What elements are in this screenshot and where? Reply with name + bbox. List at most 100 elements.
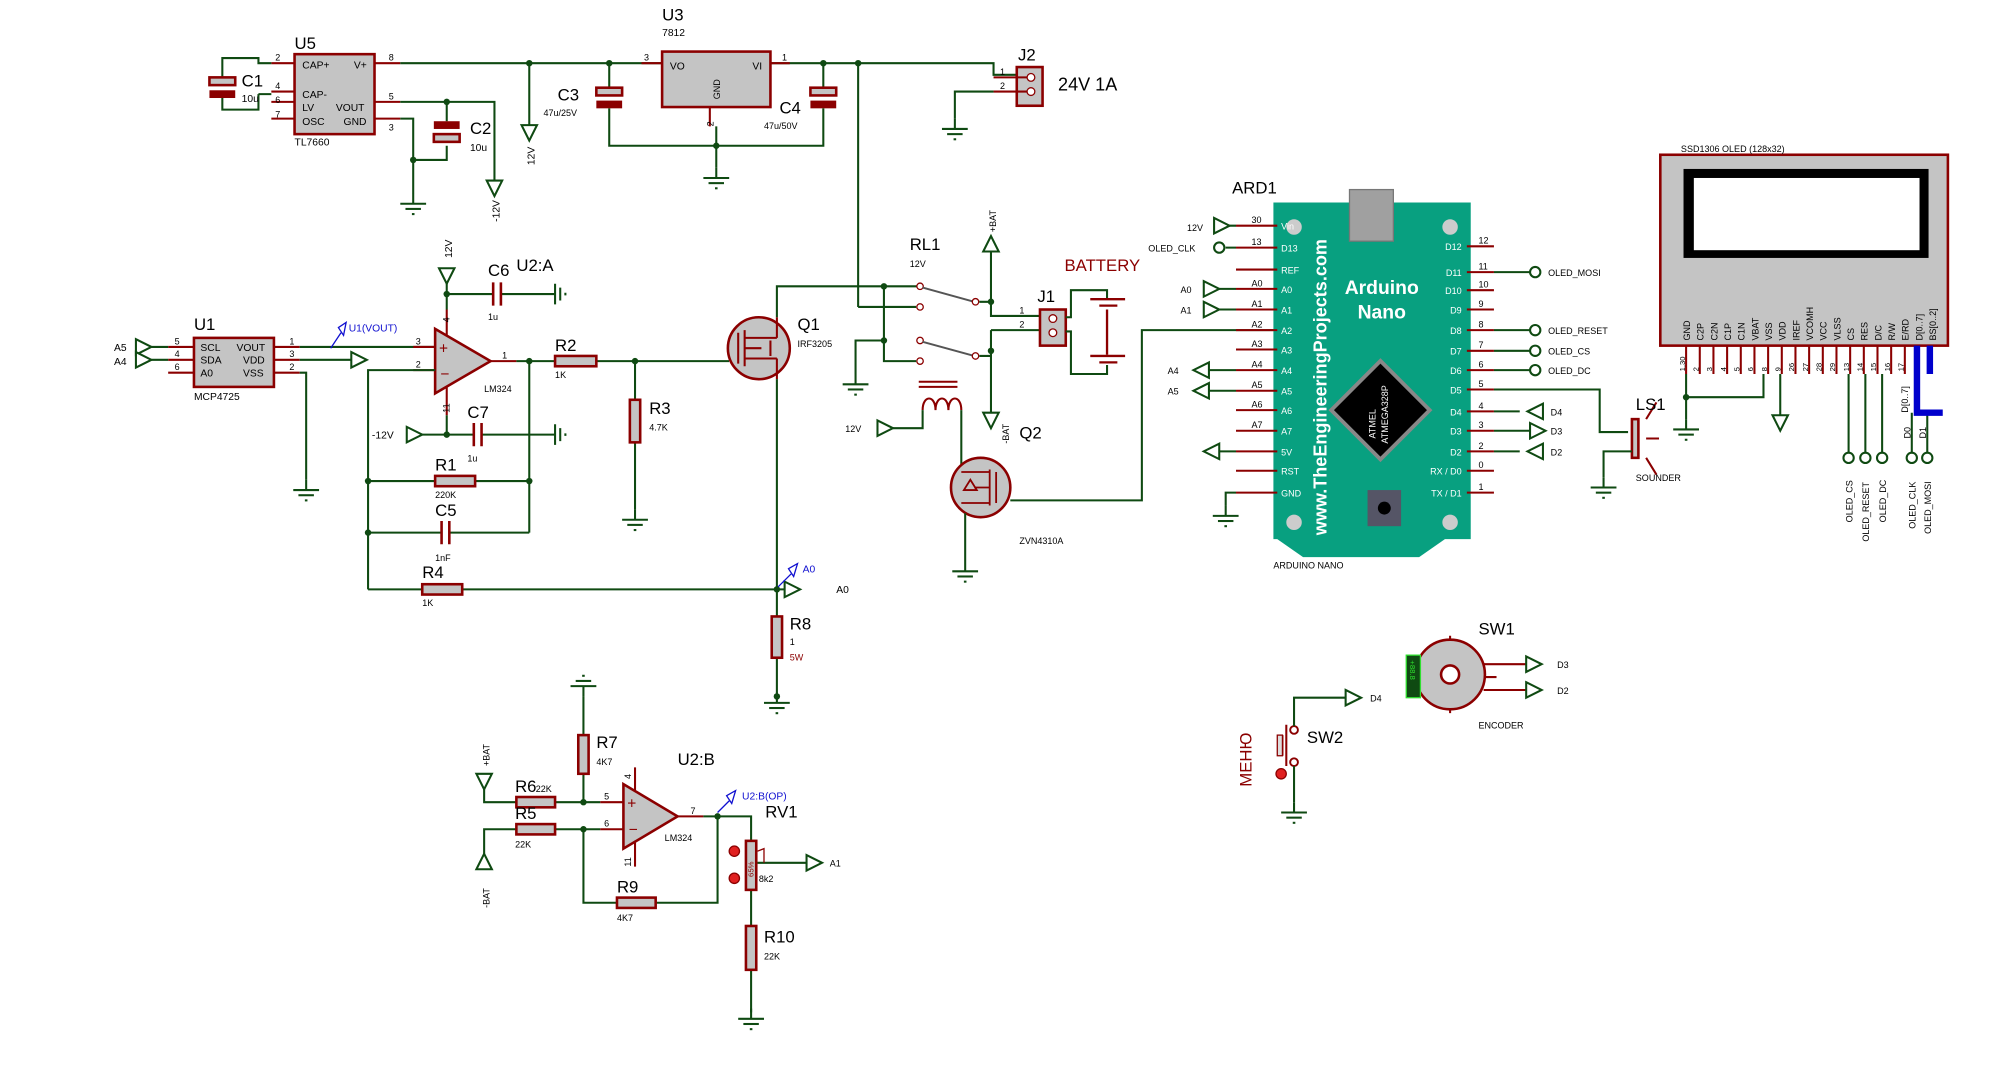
net-label-pbat: +BAT — [988, 210, 998, 233]
ls1-sounder[interactable]: LS1 SOUNDER — [1630, 395, 1681, 483]
ard1-pin-label: A1 — [1281, 305, 1292, 315]
ard1-pin-number: A3 — [1251, 339, 1262, 349]
rv1-ref: RV1 — [765, 803, 797, 822]
c4-ref: C4 — [779, 98, 800, 117]
d3-port-icon — [1525, 655, 1543, 673]
data-bus — [1913, 345, 1943, 416]
pin-label: OSC — [302, 117, 325, 128]
oled-reset-terminal[interactable] — [1859, 451, 1872, 465]
oled-dc-terminal[interactable] — [1875, 451, 1889, 465]
u2a-opamp[interactable]: + − U2:A LM324 3 2 1 4 11 — [413, 256, 554, 416]
c7-ref: C7 — [467, 403, 488, 422]
pin-number: 2 — [289, 362, 294, 372]
r1-resistor[interactable]: R1 220K — [433, 456, 477, 500]
d4-port-icon — [1526, 402, 1544, 421]
u5-tl7660[interactable]: U5 TL7660 CAP+ CAP- LV OSC V+ VOUT GND 2… — [271, 34, 401, 149]
ard1-pin-number: 3 — [1478, 420, 1483, 430]
ard1-pin-label: A2 — [1281, 326, 1292, 336]
probe-label: A0 — [803, 565, 816, 576]
ard1-arduino-nano[interactable]: ARD1 Arduino Nano www.TheEngineeringProj… — [1232, 178, 1494, 571]
j1-battery-connector[interactable]: J1 1 2 — [1019, 287, 1068, 347]
q1-ref: Q1 — [798, 315, 820, 334]
c1-capacitor[interactable]: C1 10u — [208, 57, 272, 111]
probe-u1-vout[interactable]: U1(VOUT) — [330, 321, 398, 349]
r9-resistor[interactable]: R9 4K7 — [615, 877, 657, 923]
r4-value: 1K — [422, 598, 433, 608]
oled-clk-terminal[interactable] — [1905, 451, 1918, 465]
pin-number: 2 — [1000, 81, 1005, 91]
pot-increase-button[interactable] — [728, 845, 741, 857]
sw1-rotary-encoder[interactable]: +88.8 SW1 ENCODER — [1405, 620, 1527, 731]
c5-capacitor[interactable]: C5 1nF — [435, 501, 456, 563]
sw2-press-button[interactable] — [1275, 767, 1287, 780]
q1-part: IRF3205 — [798, 339, 833, 349]
oled-mosi-terminal[interactable] — [1921, 451, 1934, 465]
ground-icon — [702, 166, 731, 190]
c2-capacitor[interactable]: C2 10u — [400, 98, 496, 194]
j2-power-connector[interactable]: J2 24V 1A 1 2 — [993, 46, 1118, 108]
pin-number: 1 — [289, 336, 294, 346]
ard1-website: www.TheEngineeringProjects.com — [1310, 239, 1330, 536]
q2-zvn4310a-mosfet[interactable]: Q2 ZVN4310A — [949, 423, 1063, 546]
oled-dc-terminal[interactable] — [1529, 363, 1542, 377]
u2b-opamp[interactable]: + − U2:B LM324 5 6 7 4 11 — [600, 750, 715, 867]
rv1-potentiometer[interactable]: 65% RV1 8k2 — [728, 803, 798, 892]
pin-number: 8 — [389, 53, 394, 63]
oled-pin-label: VDD — [1778, 321, 1788, 341]
pbat-port-icon — [475, 772, 493, 791]
oled-pin-number: 6 — [1746, 367, 1755, 371]
net-label-12v: 12V — [444, 239, 455, 257]
ard1-pin-label: RST — [1281, 467, 1300, 477]
c7-capacitor[interactable]: C7 1u — [467, 403, 488, 464]
ard1-pin-number: 4 — [1478, 401, 1483, 411]
oled-mosi-terminal[interactable] — [1529, 265, 1542, 279]
ard1-pin-label: 5V — [1281, 447, 1292, 457]
r6-resistor[interactable]: R6 22K — [515, 777, 557, 809]
sw2-menu-button[interactable]: SW2 МЕНЮ — [1236, 724, 1343, 787]
ard1-pin-label: D13 — [1281, 243, 1298, 253]
u1-part: MCP4725 — [194, 392, 240, 403]
r7-resistor[interactable]: R7 4K7 — [576, 733, 618, 776]
net-label-pbat: +BAT — [481, 743, 491, 766]
rl1-relay[interactable]: RL1 12V — [910, 235, 980, 411]
ard1-pin-label: D10 — [1445, 286, 1462, 296]
r8-shunt-resistor[interactable]: R8 1 5W — [770, 614, 811, 662]
u1-mcp4725-dac[interactable]: U1 MCP4725 SCL SDA A0 VOUT VDD VSS 5 4 6… — [168, 315, 300, 403]
ard1-pin-number: 13 — [1251, 237, 1261, 247]
oled-clk-terminal[interactable] — [1213, 241, 1226, 254]
r5-resistor[interactable]: R5 22K — [515, 804, 557, 849]
u3-part: 7812 — [662, 28, 685, 39]
probe-a0[interactable]: A0 — [777, 562, 816, 588]
pin-number: 5 — [604, 792, 609, 802]
c3-capacitor[interactable]: C3 47u/25V — [543, 86, 624, 118]
ssd1306-oled-display[interactable]: SSD1306 OLED (128x32) GND1,30C2P2C2N3C1P… — [1659, 144, 1950, 375]
svg-text:+: + — [439, 340, 448, 357]
r4-resistor[interactable]: R4 1K — [420, 563, 464, 608]
rl1-value: 12V — [910, 259, 926, 269]
pin-number: 7 — [690, 806, 695, 816]
u2a-part: LM324 — [484, 384, 512, 394]
c4-capacitor[interactable]: C4 47u/50V — [764, 86, 838, 131]
ground-icon — [569, 674, 598, 698]
net-label-neg12v: -12V — [492, 200, 503, 222]
q2-ref: Q2 — [1019, 423, 1041, 442]
net-label-oled-reset: OLED_RESET — [1861, 482, 1871, 542]
pot-decrease-button[interactable] — [728, 872, 741, 885]
r10-resistor[interactable]: R10 22K — [744, 924, 795, 972]
battery[interactable]: BATTERY — [1064, 256, 1140, 376]
ground-icon — [621, 508, 649, 532]
c6-capacitor[interactable]: C6 1u — [488, 261, 509, 322]
oled-cs-terminal[interactable] — [1842, 451, 1855, 465]
q1-irf3205-mosfet[interactable]: Q1 IRF3205 — [726, 315, 833, 381]
u3-7812-regulator[interactable]: U3 7812 VO VI GND 3 1 2 — [641, 6, 790, 127]
oled-pin-label: VBAT — [1750, 317, 1760, 340]
d3-port-icon — [1529, 421, 1547, 440]
r2-resistor[interactable]: R2 1K — [553, 336, 598, 380]
oled-reset-terminal[interactable] — [1529, 323, 1542, 337]
probe-u2b-output[interactable]: U2:B(OP) — [717, 789, 787, 813]
j1-ref: J1 — [1037, 287, 1055, 306]
oled-cs-terminal[interactable] — [1529, 344, 1542, 357]
net-label-oled-cs: OLED_CS — [1844, 480, 1854, 522]
r3-resistor[interactable]: R3 4.7K — [628, 398, 671, 444]
oled-pin-number: 28 — [1815, 363, 1824, 372]
